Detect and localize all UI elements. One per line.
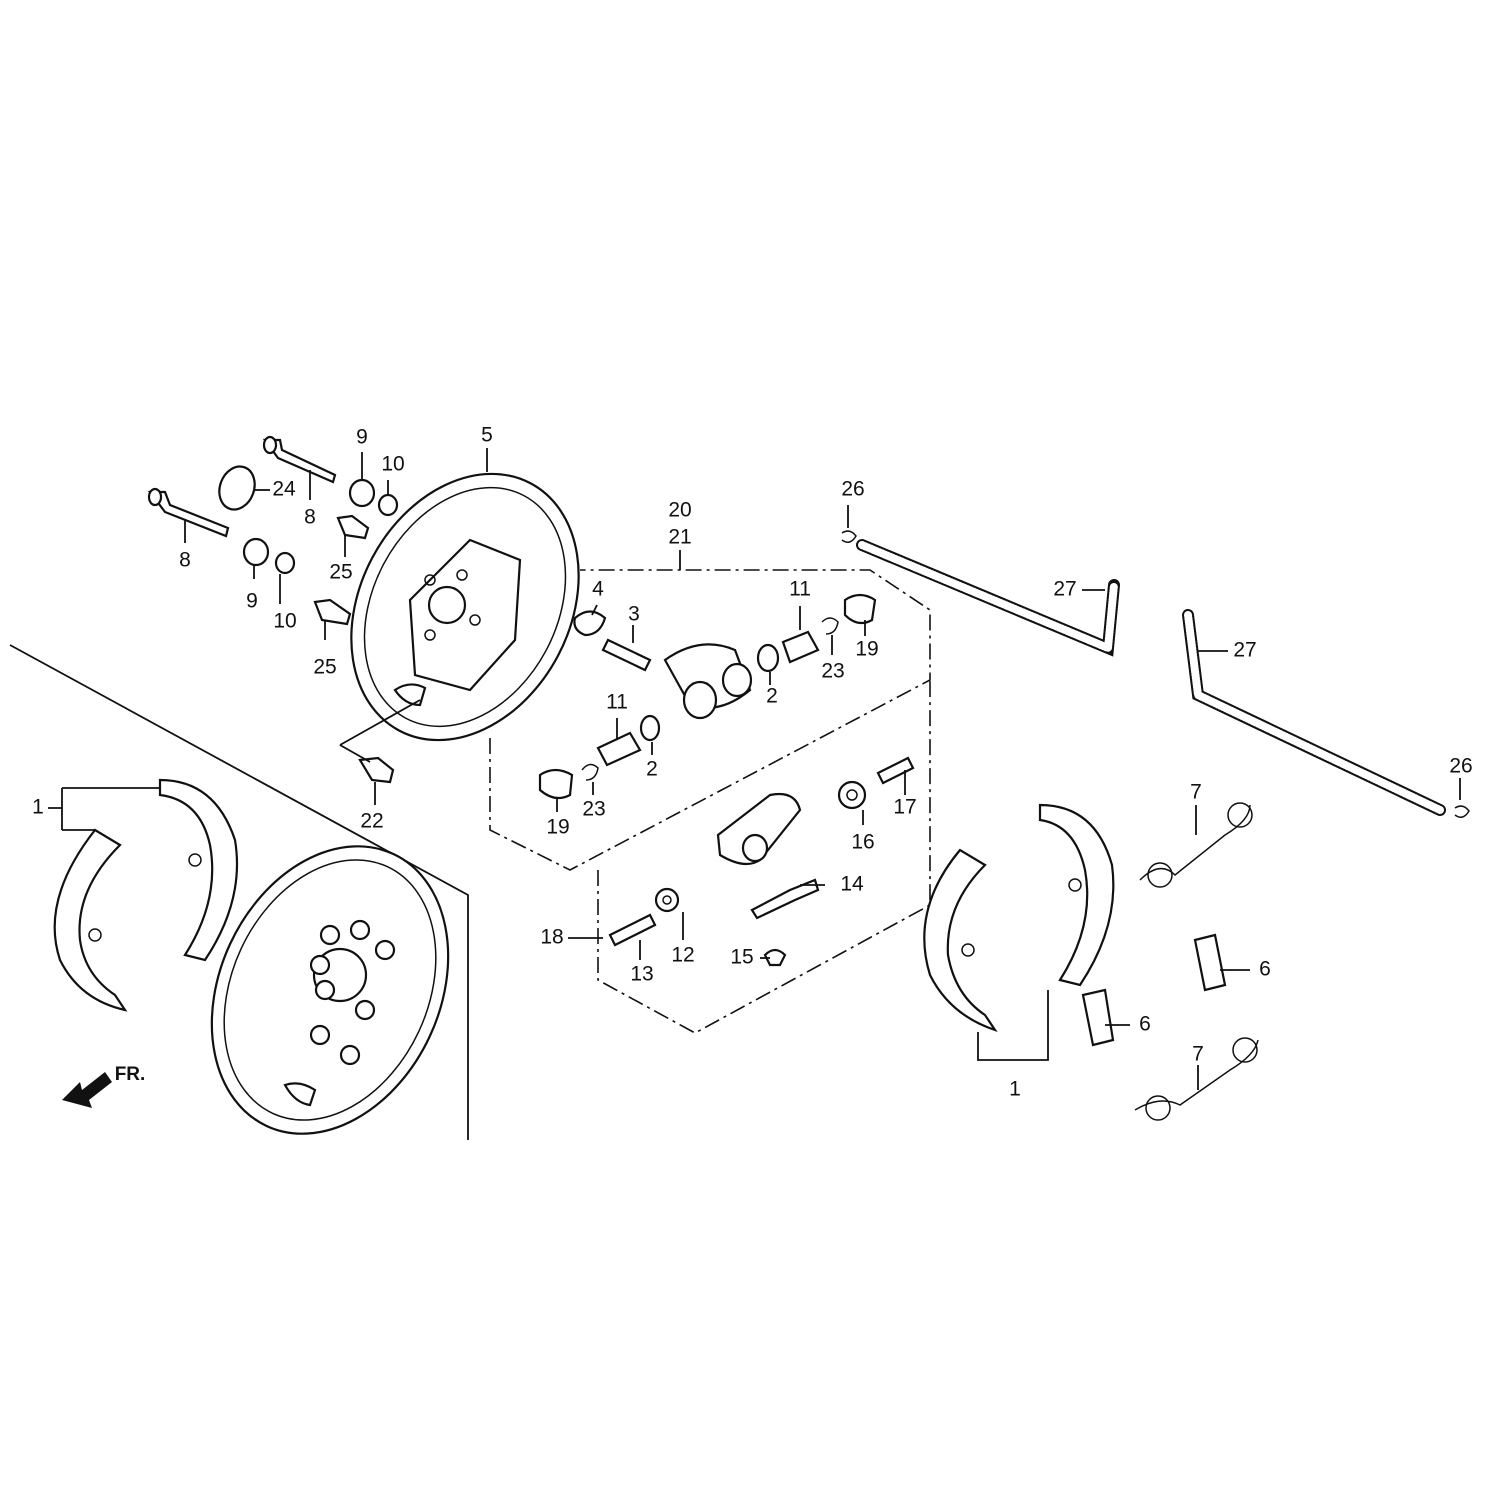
piston-lower — [596, 731, 642, 767]
callout-11b: 11 — [606, 691, 628, 714]
nut-10-lower — [274, 551, 296, 575]
callout-19a: 19 — [855, 638, 878, 661]
callout-3: 3 — [628, 603, 640, 626]
bleeder-screw — [601, 638, 652, 672]
washer-9-upper — [348, 478, 376, 508]
front-direction-arrow: FR. — [62, 1064, 145, 1108]
callout-23b: 23 — [582, 798, 605, 821]
spring-clip-upper — [1193, 933, 1227, 992]
callout-25b: 25 — [313, 656, 336, 679]
return-spring-lower — [1134, 1037, 1259, 1121]
callout-14: 14 — [840, 873, 864, 896]
brake-drum — [210, 845, 450, 1135]
dust-boot-lower — [538, 768, 574, 800]
brake-panel — [350, 472, 580, 742]
frame-lines — [9, 644, 469, 1140]
callout-26b: 26 — [1449, 755, 1472, 778]
bleeder-cap — [573, 610, 607, 637]
callout-9a: 9 — [356, 426, 368, 449]
brake-shoe-pair-left — [53, 778, 239, 1012]
brake-shoe-pair-right — [923, 803, 1115, 1033]
adjuster-wheel-12 — [654, 887, 680, 913]
dust-boot-upper — [843, 593, 877, 625]
cup-seal-upper — [756, 643, 780, 673]
callout-24: 24 — [272, 478, 296, 501]
pin-8-lower — [147, 487, 230, 538]
adjuster-screw-13 — [608, 913, 657, 947]
callout-6a: 6 — [1259, 958, 1271, 981]
adjuster-screw-17 — [876, 756, 915, 785]
callout-22: 22 — [360, 810, 383, 833]
callout-7b: 7 — [1192, 1043, 1204, 1066]
bolt-25-upper — [336, 514, 370, 540]
callout-18: 18 — [540, 926, 563, 949]
bolt-15 — [763, 948, 787, 967]
callout-15: 15 — [730, 946, 753, 969]
callout-2a: 2 — [766, 685, 778, 708]
return-spring-upper — [1139, 802, 1253, 888]
circlip-upper — [821, 617, 839, 635]
nut-10-upper — [377, 493, 399, 517]
adjuster-body — [716, 792, 802, 866]
cup-seal-lower — [639, 714, 661, 742]
callout-20: 20 — [668, 499, 691, 522]
callout-11a: 11 — [789, 578, 811, 601]
callout-13: 13 — [630, 963, 653, 986]
callout-7a: 7 — [1190, 781, 1202, 804]
bolt-25-lower — [313, 598, 352, 626]
callout-12: 12 — [671, 944, 694, 967]
callout-27a: 27 — [1053, 578, 1076, 601]
adjuster-lever-14 — [750, 878, 820, 920]
callout-1a: 1 — [32, 796, 44, 819]
bolt-22 — [358, 756, 395, 784]
callout-labels: 1 1 2 2 3 4 5 6 6 7 7 8 8 9 9 10 10 11 1… — [32, 424, 1473, 1101]
callout-10b: 10 — [273, 610, 296, 633]
callout-26a: 26 — [841, 478, 864, 501]
callout-8b: 8 — [179, 549, 191, 572]
pin-8-upper — [262, 435, 337, 484]
callout-4: 4 — [592, 578, 604, 601]
wheel-cylinder-box — [489, 569, 931, 1034]
clip-26-lower — [1454, 805, 1470, 818]
callout-17: 17 — [893, 796, 916, 819]
breather-tube-lower — [1182, 609, 1446, 816]
callout-23a: 23 — [821, 660, 844, 683]
callout-6b: 6 — [1139, 1013, 1151, 1036]
washer-9-lower — [242, 537, 270, 567]
circlip-lower — [581, 763, 599, 781]
callout-5: 5 — [481, 424, 493, 447]
callout-1b: 1 — [1009, 1078, 1021, 1101]
callout-9b: 9 — [246, 590, 258, 613]
adjuster-wheel-16 — [837, 780, 867, 810]
wheel-cylinder — [663, 643, 753, 720]
piston-upper — [781, 630, 820, 664]
breather-tube-upper — [856, 539, 1120, 657]
o-ring-24 — [218, 465, 256, 511]
clip-26-upper — [841, 530, 857, 543]
callout-27b: 27 — [1233, 639, 1256, 662]
front-direction-label: FR. — [115, 1064, 146, 1085]
leader-lines — [48, 448, 1461, 1090]
spring-clip-lower — [1081, 988, 1115, 1047]
callout-19b: 19 — [546, 816, 569, 839]
callout-8a: 8 — [304, 506, 316, 529]
callout-2b: 2 — [646, 758, 658, 781]
callout-25a: 25 — [329, 561, 352, 584]
callout-21: 21 — [668, 526, 691, 549]
callout-10a: 10 — [381, 453, 404, 476]
callout-16: 16 — [851, 831, 874, 854]
